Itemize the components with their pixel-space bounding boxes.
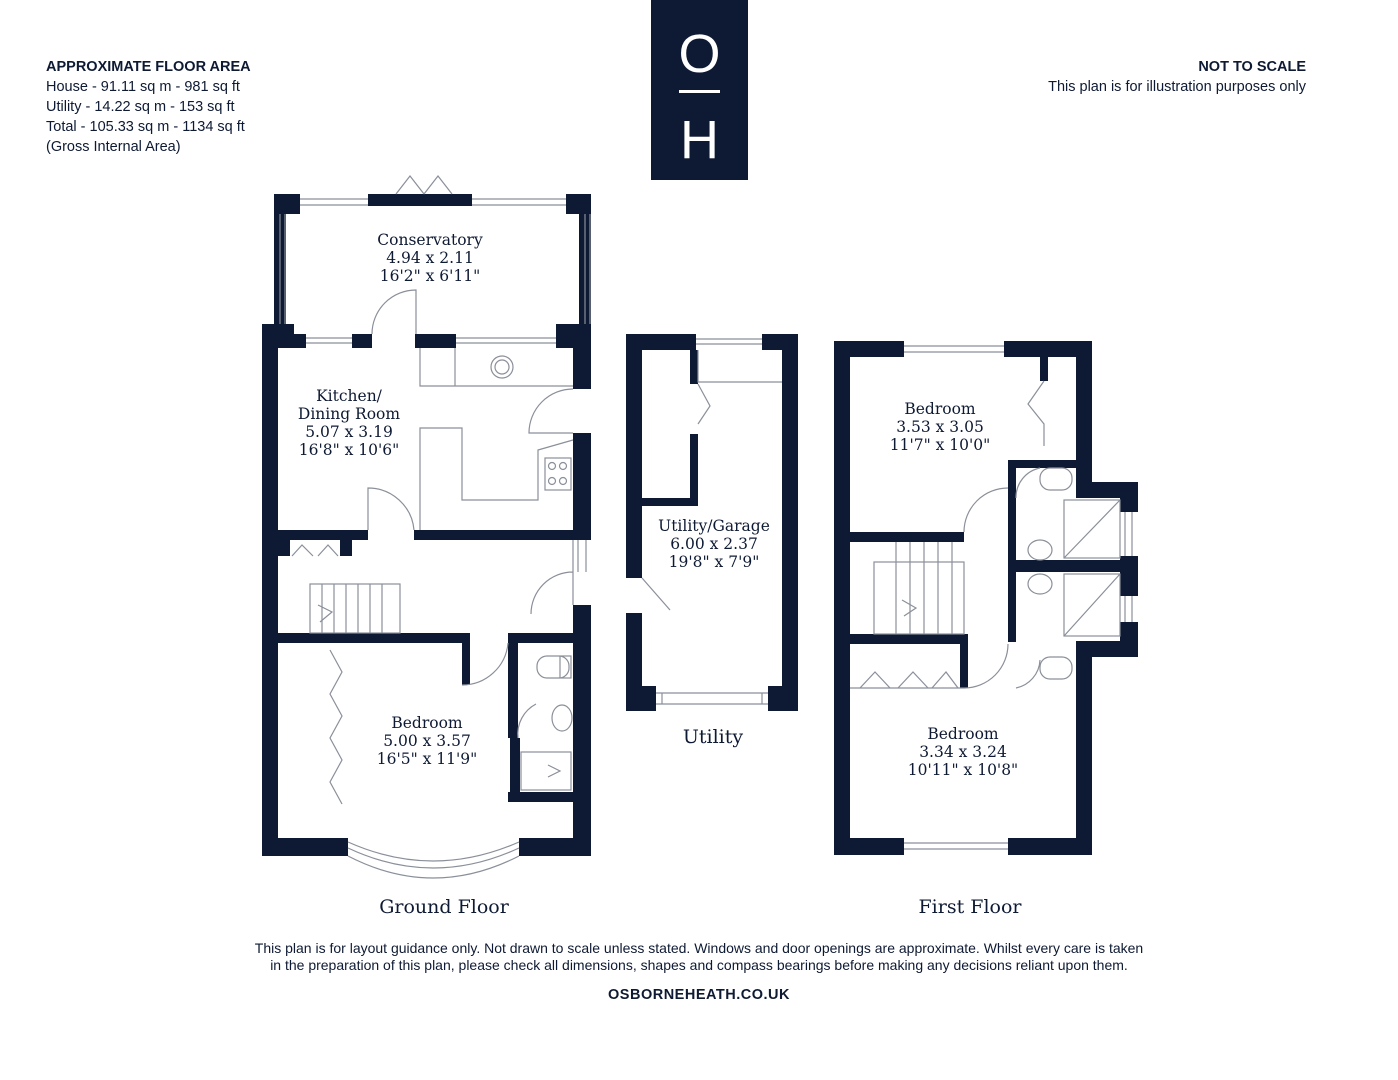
logo-letter-bottom: H [680,110,719,170]
disclaimer-line2: in the preparation of this plan, please … [270,957,1128,973]
ground-bedroom-label: Bedroom [391,714,463,732]
floor-area-total: Total - 105.33 sq m - 1134 sq ft [46,119,245,135]
first-bedroom-bottom-imperial: 10'11" x 10'8" [908,761,1018,779]
kitchen-label-line2: Dining Room [298,405,400,423]
logo-letter-top: O [678,24,720,84]
floor-area-utility: Utility - 14.22 sq m - 153 sq ft [46,99,235,115]
utility-plan [626,334,798,711]
toilet-icon [1039,467,1073,491]
basin-icon [551,704,573,732]
logo-divider [679,90,720,93]
utility-garage-metric: 6.00 x 2.37 [670,535,758,553]
ground-floor-caption: Ground Floor [379,896,510,918]
scale-note: NOT TO SCALE This plan is for illustrati… [1048,57,1306,97]
staircase-icon [309,583,401,634]
first-bedroom-bottom-label: Bedroom [927,725,999,743]
hob-icon [544,457,572,491]
ground-bedroom-imperial: 16'5" x 11'9" [377,750,478,768]
shower-tray-icon [1063,499,1121,559]
utility-garage-label: Utility/Garage [658,517,770,535]
first-floor-caption: First Floor [919,896,1023,918]
disclaimer: This plan is for layout guidance only. N… [0,940,1398,974]
ground-bedroom-metric: 5.00 x 3.57 [383,732,471,750]
utility-garage-imperial: 19'8" x 7'9" [669,553,760,571]
first-floor-plan [834,341,1138,855]
website-link[interactable]: OSBORNEHEATH.CO.UK [608,987,790,1003]
cupboard-door-icon [291,544,339,557]
basin-icon [1027,573,1053,595]
conservatory-metric: 4.94 x 2.11 [386,249,474,267]
shower-tray-icon [520,751,572,791]
sink-icon [490,355,514,379]
floor-area-summary: APPROXIMATE FLOOR AREA House - 91.11 sq … [46,57,251,157]
room-labels: Conservatory 4.94 x 2.11 16'2" x 6'11" K… [298,231,1018,779]
first-bedroom-bottom-metric: 3.34 x 3.24 [919,743,1007,761]
utility-fixtures [642,338,782,705]
toilet-icon [1039,656,1073,680]
scale-note-heading: NOT TO SCALE [1198,59,1306,75]
brand-logo: O H [651,0,748,180]
ground-floor-fixtures [279,175,591,879]
basin-icon [1027,539,1053,561]
logo-mark-icon: O H [678,24,720,170]
first-bedroom-top-metric: 3.53 x 3.05 [896,418,984,436]
shower-tray-icon [1063,573,1121,637]
kitchen-metric: 5.07 x 3.19 [305,423,393,441]
conservatory-label: Conservatory [377,231,483,249]
toilet-icon [536,655,570,679]
disclaimer-line1: This plan is for layout guidance only. N… [254,940,1144,956]
bay-window [347,855,520,879]
staircase-icon [873,542,965,635]
floor-area-note: (Gross Internal Area) [46,139,181,155]
scale-note-text: This plan is for illustration purposes o… [1048,79,1306,95]
first-bedroom-top-imperial: 11'7" x 10'0" [890,436,991,454]
french-doors-icon [395,175,453,195]
conservatory-imperial: 16'2" x 6'11" [380,267,481,285]
wardrobe-doors-icon [329,649,343,805]
kitchen-imperial: 16'8" x 10'6" [299,441,400,459]
utility-caption: Utility [683,726,744,748]
floor-area-house: House - 91.11 sq m - 981 sq ft [46,79,240,95]
first-floor-fixtures [850,345,1133,850]
first-bedroom-top-label: Bedroom [904,400,976,418]
floor-area-heading: APPROXIMATE FLOOR AREA [46,59,251,75]
wardrobe-doors-icon [859,671,959,689]
kitchen-label-line1: Kitchen/ [316,387,383,405]
floor-captions: Ground Floor Utility First Floor [379,726,1022,918]
